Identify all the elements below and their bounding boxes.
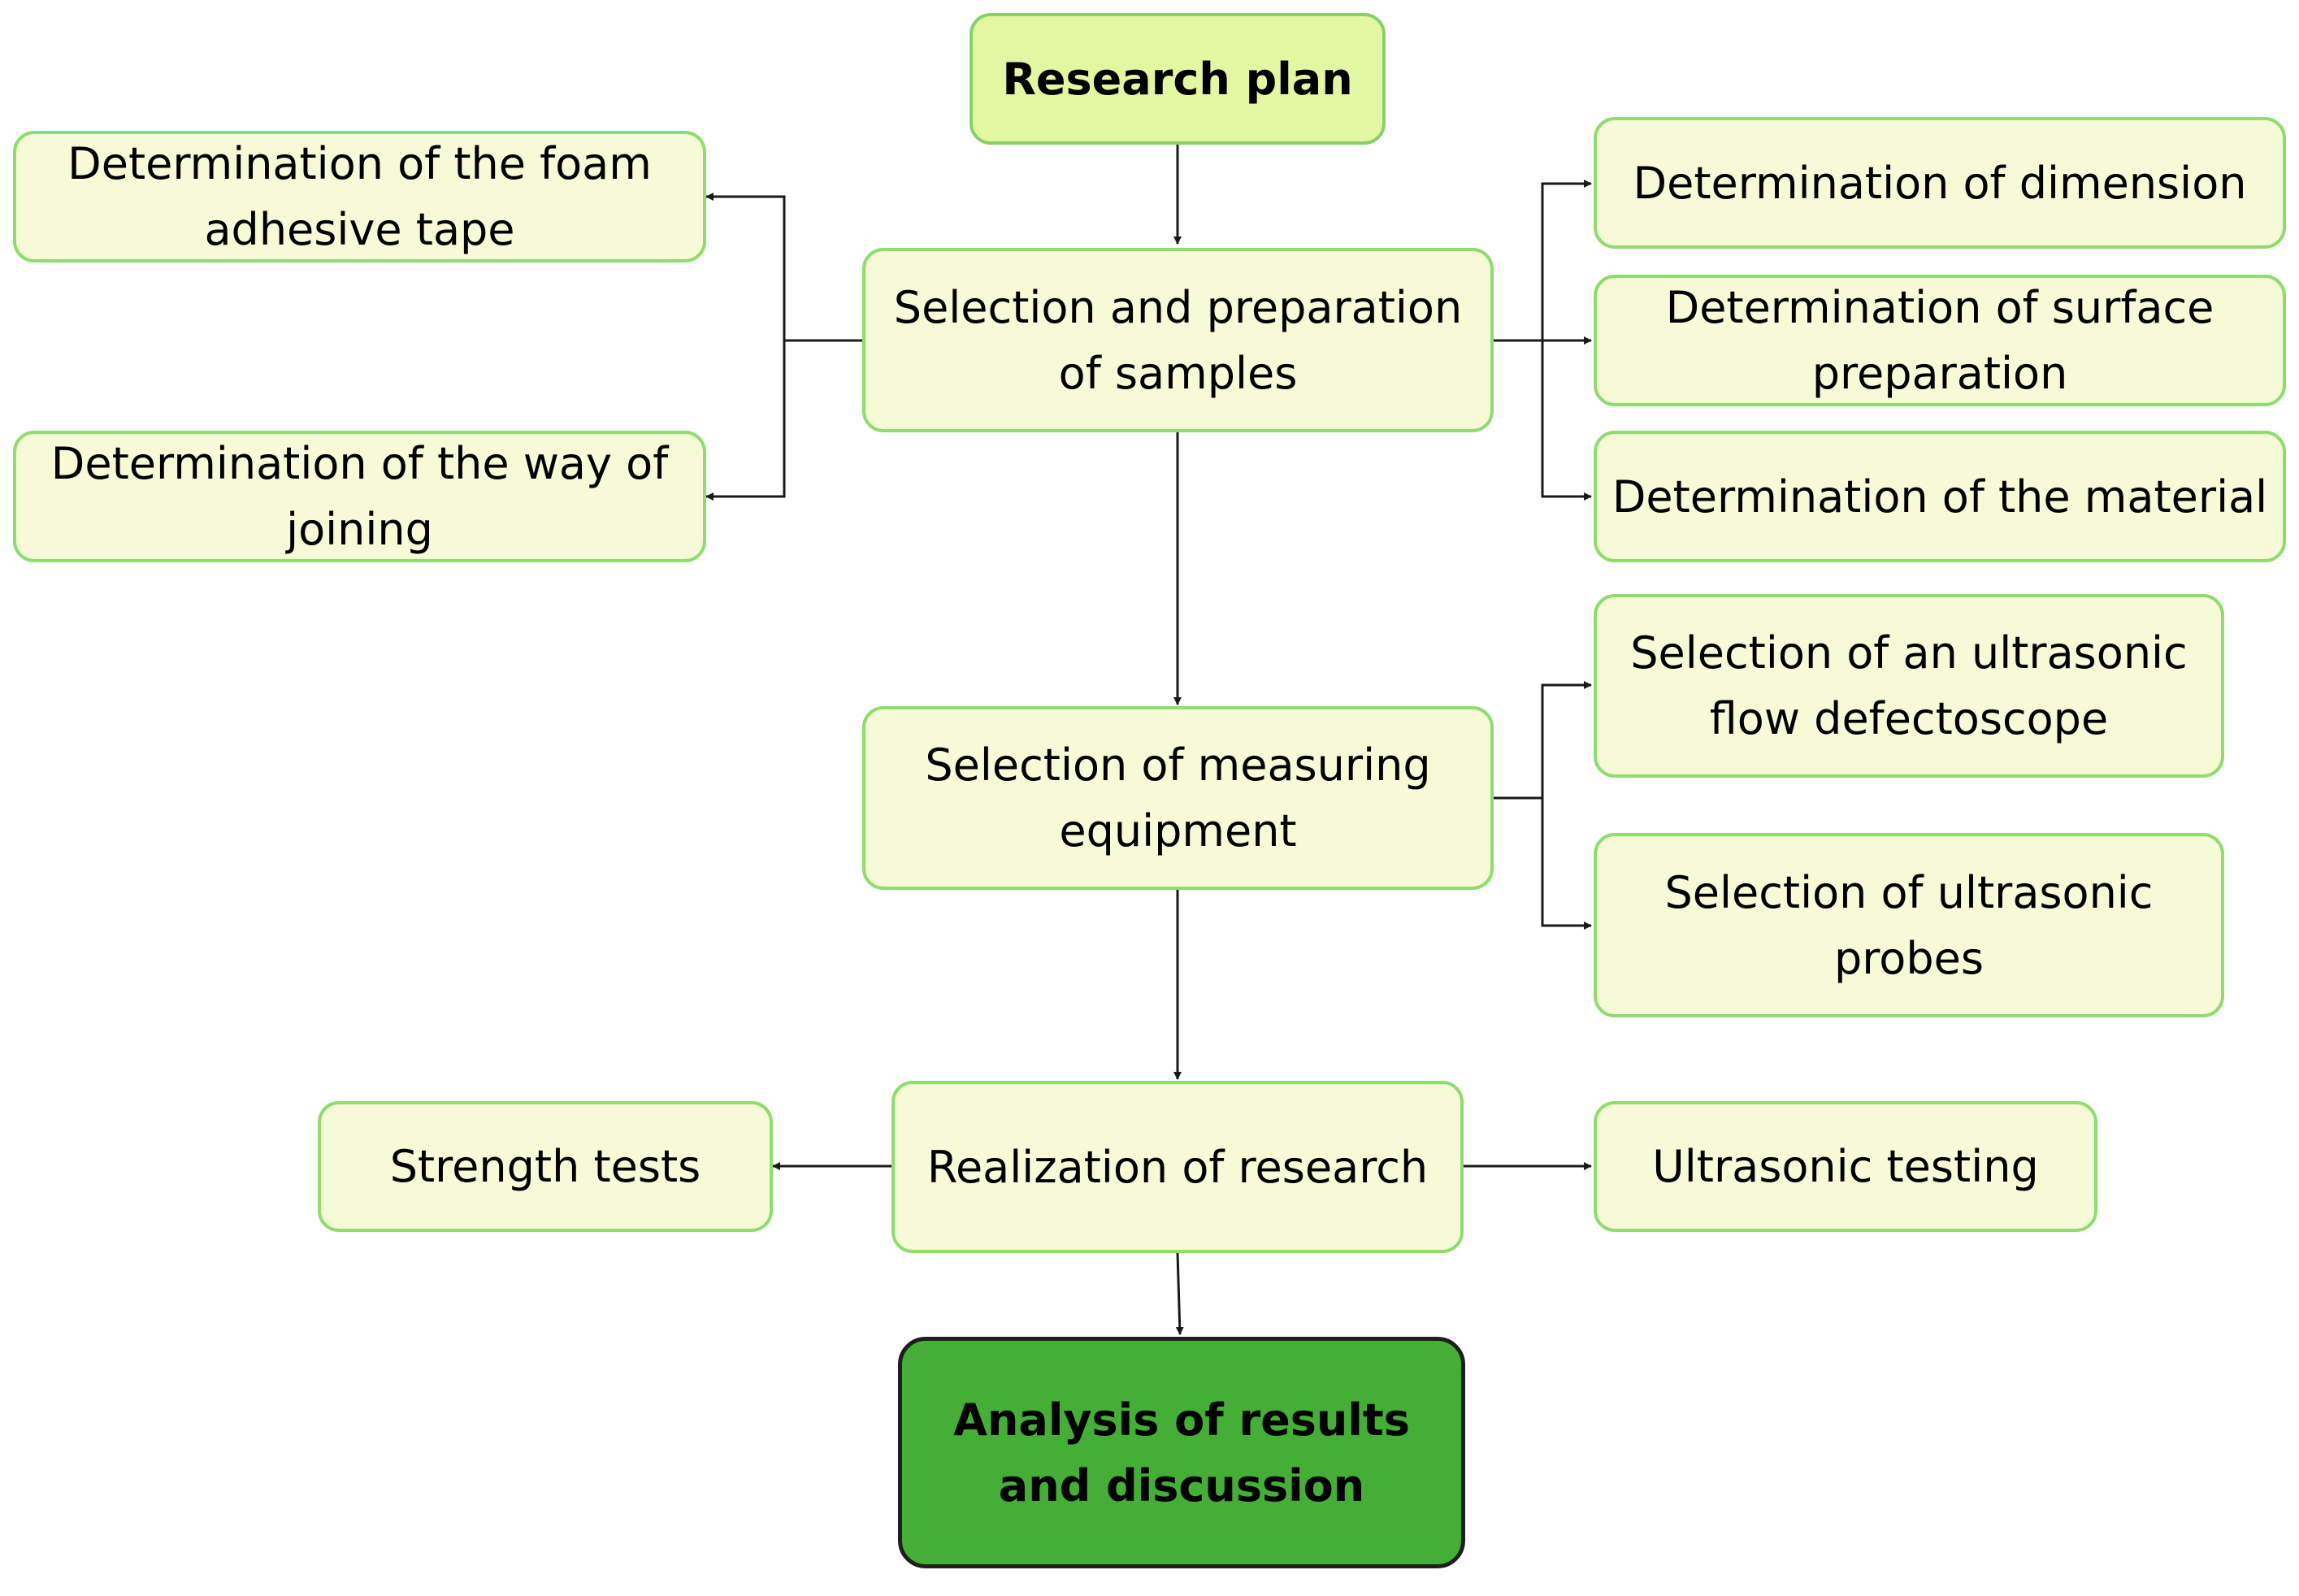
connector-selection-left-lower — [705, 340, 786, 501]
node-label: Determination of surface preparation — [1665, 282, 2214, 399]
node-measuring-equipment: Selection of measuring equipment — [862, 706, 1494, 890]
node-strength-tests: Strength tests — [318, 1101, 773, 1232]
node-label: Research plan — [1002, 53, 1353, 105]
arrow-realization-to-analysis — [1175, 1252, 1184, 1335]
node-dimension: Determination of dimension — [1594, 117, 2286, 249]
node-label: Selection of an ultrasonic flow defectos… — [1630, 627, 2188, 744]
node-label: Determination of the way of joining — [50, 438, 669, 555]
node-selection-preparation: Selection and preparation of samples — [862, 248, 1494, 432]
node-label: Determination of the foam adhesive tape — [67, 138, 652, 255]
node-label: Determination of the material — [1611, 471, 2268, 523]
node-ultrasonic-probes: Selection of ultrasonic probes — [1594, 833, 2224, 1017]
node-research-plan: Research plan — [969, 13, 1386, 145]
node-analysis: Analysis of results and discussion — [898, 1337, 1465, 1568]
node-label: Selection of measuring equipment — [925, 739, 1431, 857]
node-label: Analysis of results and discussion — [953, 1394, 1410, 1511]
node-material: Determination of the material — [1594, 431, 2286, 562]
node-ultrasonic-testing: Ultrasonic testing — [1594, 1101, 2097, 1232]
node-label: Strength tests — [389, 1141, 701, 1192]
node-label: Determination of dimension — [1633, 157, 2247, 209]
node-flow-defectoscope: Selection of an ultrasonic flow defectos… — [1594, 594, 2224, 778]
node-realization: Realization of research — [891, 1081, 1464, 1253]
connector-selection-right-bottom — [1541, 340, 1592, 501]
node-label: Realization of research — [926, 1141, 1429, 1193]
node-way-of-joining: Determination of the way of joining — [13, 431, 706, 562]
node-label: Selection of ultrasonic probes — [1664, 866, 2154, 984]
connector-equipment-right-bottom — [1541, 798, 1592, 930]
node-label: Selection and preparation of samples — [893, 281, 1463, 399]
connector-selection-right-top — [1494, 180, 1592, 342]
connector-equipment-right-top — [1494, 681, 1592, 800]
node-label: Ultrasonic testing — [1652, 1141, 2039, 1192]
connector-selection-left — [705, 193, 862, 342]
node-surface-preparation: Determination of surface preparation — [1594, 275, 2286, 406]
node-foam-tape: Determination of the foam adhesive tape — [13, 131, 706, 262]
